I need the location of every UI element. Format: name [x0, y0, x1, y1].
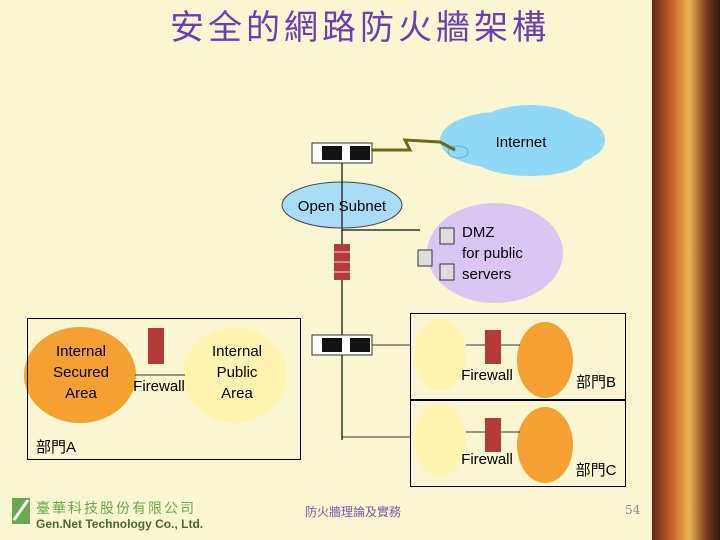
left-area-box: [27, 318, 301, 460]
dmz-line-1: DMZ: [462, 224, 495, 241]
page-number: 54: [625, 503, 641, 517]
router-middle: [311, 334, 373, 356]
firewall-left-label: Firewall: [133, 378, 185, 395]
page-title: 安全的網路防火牆架構: [170, 8, 550, 48]
firewall-center: [334, 244, 350, 280]
internal-public-label: Internal Public Area: [194, 341, 280, 404]
wan-link: [372, 138, 456, 152]
decorative-portrait: [652, 0, 720, 540]
dept-a-label: 部門A: [36, 439, 77, 456]
dmz-label: DMZ for public servers: [462, 222, 552, 285]
firewall-b: [485, 330, 501, 364]
firewall-left: [148, 328, 164, 364]
company-name-en: Gen.Net Technology Co., Ltd.: [36, 517, 204, 531]
internet-cloud: [440, 105, 605, 176]
firewall-c: [485, 418, 501, 452]
internal-secured-label: Internal Secured Area: [36, 341, 126, 404]
dmz-line-2: for public: [462, 245, 523, 262]
dept-b-label: 部門B: [575, 374, 616, 391]
dept-c-box: [410, 400, 626, 487]
open-subnet-label: Open Subnet: [297, 198, 387, 215]
public-line-2: Public: [216, 364, 258, 381]
firewall-b-label: Firewall: [461, 367, 513, 384]
secured-line-3: Area: [65, 385, 97, 402]
company-logo: [12, 498, 30, 524]
dmz-servers: [417, 227, 455, 281]
secured-line-2: Secured: [53, 364, 109, 381]
public-line-1: Internal: [211, 343, 263, 360]
dmz-line-3: servers: [462, 266, 512, 283]
secured-line-1: Internal: [55, 343, 107, 360]
footer-center-text: 防火牆理論及實務: [305, 505, 402, 519]
company-name-zh: 臺華科技股份有限公司: [36, 501, 196, 517]
public-line-3: Area: [221, 385, 253, 402]
dept-c-label: 部門C: [575, 462, 617, 479]
internet-label: Internet: [495, 134, 547, 151]
firewall-c-label: Firewall: [461, 451, 513, 468]
router-top: [311, 142, 373, 164]
dept-b-box: [410, 313, 626, 400]
